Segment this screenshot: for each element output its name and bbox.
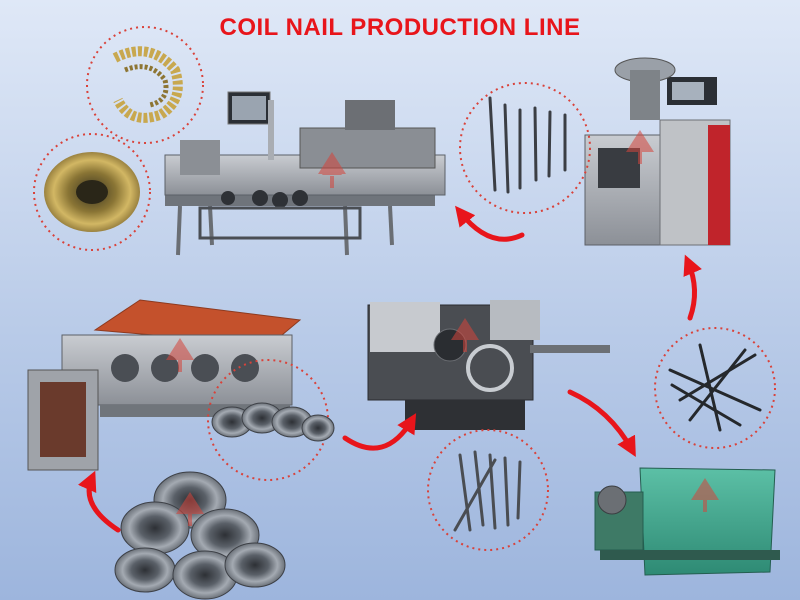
thread-rolling-machine-icon <box>584 57 731 246</box>
arrow-icon <box>455 205 525 242</box>
nail-making-machine-icon <box>367 300 610 430</box>
nail-icon <box>459 82 591 214</box>
nail-icon <box>427 429 549 551</box>
coil-nail-machine-icon <box>164 91 446 256</box>
nail-icon <box>654 327 776 449</box>
arrow-icon <box>342 413 417 451</box>
wire-coil-icon <box>207 359 335 481</box>
polishing-machine-icon <box>594 467 780 576</box>
arrow-icon <box>683 254 702 321</box>
arrow-icon <box>567 389 636 458</box>
wire-coil-icon <box>114 471 286 600</box>
wire-drawing-machine-icon <box>27 299 302 471</box>
coil-nail-icon <box>86 26 204 144</box>
coil-nail-icon <box>33 133 151 251</box>
watermark-logo <box>166 130 719 526</box>
page-title: COIL NAIL PRODUCTION LINE <box>219 14 581 41</box>
arrow-icon <box>77 470 121 533</box>
process-arrows <box>77 205 702 533</box>
